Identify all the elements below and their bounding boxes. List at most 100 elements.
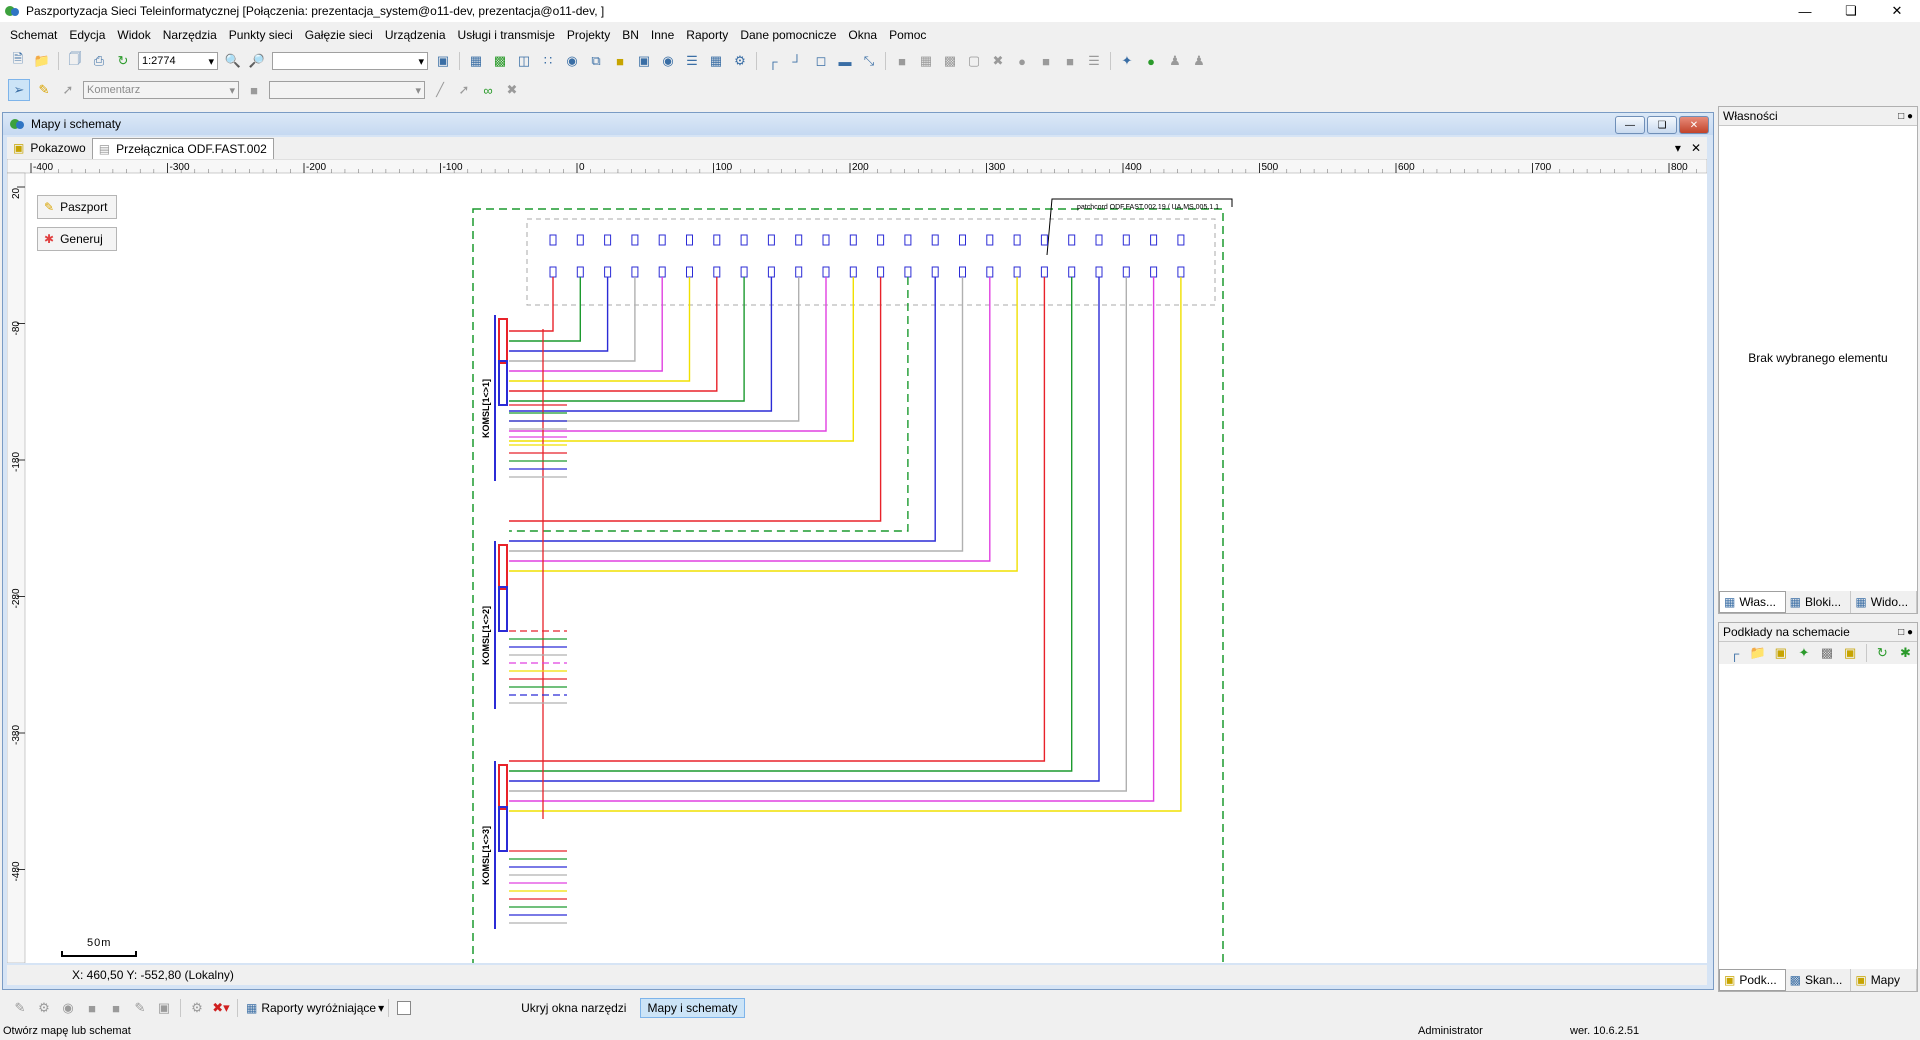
menu-pomoc[interactable]: Pomoc xyxy=(889,28,927,42)
add-layer-icon[interactable]: ✦ xyxy=(1798,645,1810,660)
select-arrow-icon[interactable]: ➢ xyxy=(8,79,30,101)
properties-panel: Własności □ ● Brak wybranego elementu ▦W… xyxy=(1718,106,1918,614)
settings-icon[interactable]: ⚙ xyxy=(734,53,746,68)
ruler-label-y: 20 xyxy=(11,187,22,199)
maps-window-titlebar: Mapy i schematy — ❏ ✕ xyxy=(3,113,1713,135)
tab-wlasnosci[interactable]: ▦Włas... xyxy=(1719,591,1786,613)
globe-green-icon[interactable]: ● xyxy=(1147,53,1155,69)
close-window-button[interactable]: ✕ xyxy=(1891,3,1903,18)
map-edit-icon[interactable]: ▣ xyxy=(1844,645,1857,660)
new-icon[interactable]: 🗎 xyxy=(12,51,24,66)
menu-dane-pomocnicze[interactable]: Dane pomocnicze xyxy=(740,28,837,42)
maps-window-task-button[interactable]: Mapy i schematy xyxy=(640,998,745,1018)
pencil-icon[interactable]: ✎ xyxy=(38,82,50,97)
menu-widok[interactable]: Widok xyxy=(117,28,151,42)
list-icon[interactable]: ☰ xyxy=(686,53,698,68)
generuj-button[interactable]: ✱ Generuj xyxy=(37,227,117,251)
menu-bn[interactable]: BN xyxy=(622,28,639,42)
copy-icon[interactable]: ⧉ xyxy=(591,53,601,68)
menu-narzedzia[interactable]: Narzędzia xyxy=(162,28,217,42)
add-folder-icon[interactable]: 📁 xyxy=(1749,645,1766,660)
tab-bloki[interactable]: ▦Bloki... xyxy=(1786,591,1852,613)
maximize-button[interactable]: ❏ xyxy=(1845,3,1857,18)
link-icon[interactable]: ∞ xyxy=(483,82,493,98)
remove-red-icon[interactable]: ✖▾ xyxy=(212,1000,230,1015)
route-icon[interactable]: ✦ xyxy=(1121,53,1133,68)
scale-combo[interactable]: 1:2774▾ xyxy=(138,52,218,70)
fibre-route xyxy=(509,277,854,442)
menu-edycja[interactable]: Edycja xyxy=(69,28,106,42)
menu-punkty-sieci[interactable]: Punkty sieci xyxy=(228,28,293,42)
photo-icon[interactable]: ▣ xyxy=(637,53,651,68)
schema-icon[interactable]: ■ xyxy=(616,53,624,69)
menu-schemat[interactable]: Schemat xyxy=(10,28,58,42)
port-bottom xyxy=(631,266,639,278)
panel-pin-icon[interactable]: □ ● xyxy=(1898,626,1913,638)
refresh-icon[interactable]: ↻ xyxy=(117,53,129,68)
tab-widok[interactable]: ▦Wido... xyxy=(1851,591,1918,613)
port-bottom xyxy=(1068,266,1076,278)
menu-galezie-sieci[interactable]: Gałęzie sieci xyxy=(304,28,373,42)
tab-mapy[interactable]: ▣Mapy xyxy=(1851,969,1918,991)
puzzle-icon[interactable]: ✱ xyxy=(1899,645,1911,660)
fibre-route xyxy=(509,277,882,522)
checkbox[interactable] xyxy=(397,1001,412,1015)
table-icon[interactable]: ▦ xyxy=(709,53,723,68)
fibre-route xyxy=(509,277,554,332)
zoom-fit-icon[interactable]: 🔎 xyxy=(248,53,266,68)
bracket-icon[interactable]: ┌ xyxy=(768,53,778,69)
hide-tools-button[interactable]: Ukryj okna narzędzi xyxy=(521,1001,627,1015)
map-icon: ▣ xyxy=(1724,973,1736,987)
fibre-route xyxy=(509,277,1128,792)
paszport-button[interactable]: ✎ Paszport xyxy=(37,195,117,219)
child-restore-button[interactable]: ❏ xyxy=(1647,116,1677,134)
align-icon[interactable]: ▬ xyxy=(838,53,852,69)
fibre-route xyxy=(509,277,745,402)
menu-uslugi[interactable]: Usługi i transmisje xyxy=(457,28,555,42)
tab-skany[interactable]: ▩Skan... xyxy=(1786,969,1852,991)
panel-pin-icon[interactable]: □ ● xyxy=(1898,110,1913,122)
tab-podklady[interactable]: ▣Podk... xyxy=(1719,969,1786,991)
window-icon[interactable]: ▣ xyxy=(436,53,450,68)
map-icon[interactable]: ▩ xyxy=(493,53,507,68)
expand-icon[interactable]: ⤡ xyxy=(863,53,875,68)
child-close-button[interactable]: ✕ xyxy=(1679,116,1709,134)
bottom-toolbar: ✎ ⚙ ◉ ■ ■ ✎ ▣ ⚙ ✖▾ ▦ Raporty wyróżniając… xyxy=(0,996,1920,1020)
port-top xyxy=(959,234,966,246)
port-top xyxy=(1122,234,1130,246)
menu-inne[interactable]: Inne xyxy=(650,28,675,42)
tab-list-dropdown-icon[interactable]: ▾ xyxy=(1674,141,1681,155)
minimize-button[interactable]: — xyxy=(1798,3,1812,19)
print-icon[interactable]: ⎙ xyxy=(93,53,105,68)
corner-icon[interactable]: ┘ xyxy=(792,53,802,69)
corner-icon[interactable]: ┌ xyxy=(1729,645,1740,661)
binoculars-icon[interactable]: ◉ xyxy=(566,53,578,68)
image-icon[interactable]: ▩ xyxy=(1820,645,1834,660)
reports-button[interactable]: ▦ Raporty wyróżniające▾ xyxy=(246,1001,385,1015)
globe-icon[interactable]: ◉ xyxy=(662,53,674,68)
menu-raporty[interactable]: Raporty xyxy=(686,28,729,42)
frame-icon[interactable]: ◻ xyxy=(815,53,827,68)
add-map-icon[interactable]: ▣ xyxy=(1774,645,1787,660)
grid-icon[interactable]: ◫ xyxy=(517,53,531,68)
tab-close-icon[interactable]: ✕ xyxy=(1690,141,1701,155)
port-top xyxy=(631,234,639,246)
preview-icon[interactable]: 🗍 xyxy=(68,51,82,66)
refresh-icon[interactable]: ↻ xyxy=(1876,645,1888,660)
version-label: wer. 10.6.2.51 xyxy=(1570,1025,1640,1037)
dots-icon[interactable]: ∷ xyxy=(543,53,553,68)
port-bottom xyxy=(658,266,666,278)
child-minimize-button[interactable]: — xyxy=(1615,116,1645,134)
tab-pokazowo[interactable]: ▣ Pokazowo xyxy=(13,141,86,155)
properties-tabs: ▦Włas... ▦Bloki... ▦Wido... xyxy=(1719,591,1918,613)
open-folder-icon[interactable]: 📁 xyxy=(33,53,51,68)
tab-przelacznica[interactable]: ▤ Przełącznica ODF.FAST.002 xyxy=(91,137,274,159)
menu-okna[interactable]: Okna xyxy=(848,28,878,42)
menu-urzadzenia[interactable]: Urządzenia xyxy=(384,28,446,42)
layers-icon[interactable]: ▦ xyxy=(469,53,483,68)
menu-projekty[interactable]: Projekty xyxy=(566,28,611,42)
zoom-icon[interactable]: 🔍 xyxy=(224,53,242,68)
layer-combo[interactable]: ▾ xyxy=(272,52,428,70)
